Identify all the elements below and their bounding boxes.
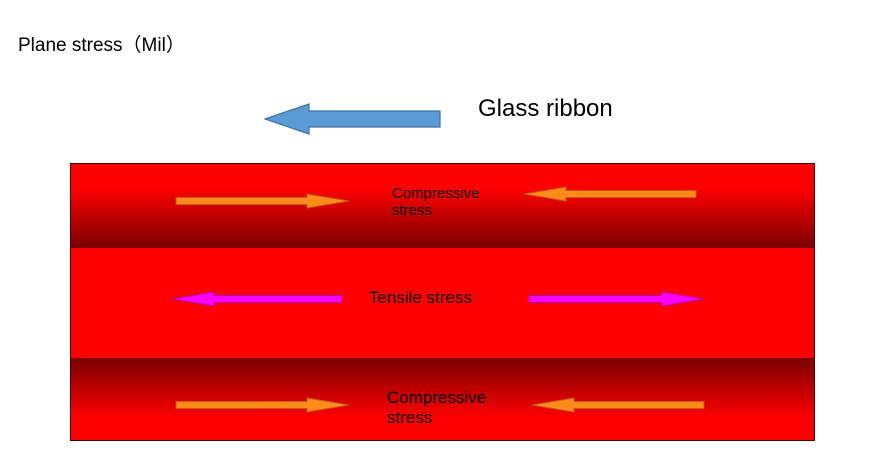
bottom-compressive-layer: Compressive stress <box>71 358 814 440</box>
top-compressive-label-line2: stress <box>392 202 433 220</box>
bottom-right-arrow-icon <box>175 397 350 413</box>
tensile-stress-label: Tensile stress <box>369 288 472 307</box>
bottom-compressive-label-line2: stress <box>387 407 433 427</box>
ribbon-direction-arrow-icon <box>264 103 441 135</box>
middle-tensile-layer: Tensile stress <box>71 248 814 358</box>
bottom-compressive-label-line1: Compressive <box>387 388 487 407</box>
bottom-compressive-label: Compressive stress <box>387 388 486 427</box>
top-left-arrow-icon <box>523 186 697 202</box>
top-compressive-label: Compressive stress <box>392 185 480 220</box>
top-compressive-layer: Compressive stress <box>71 164 814 248</box>
middle-left-arrow-icon <box>171 291 343 307</box>
top-right-arrow-icon <box>175 193 350 209</box>
top-compressive-label-line1: Compressive <box>392 185 480 202</box>
middle-right-arrow-icon <box>528 291 705 307</box>
bottom-left-arrow-icon <box>531 397 705 413</box>
diagram-heading: Plane stress（Mil） <box>18 35 185 56</box>
glass-ribbon-label: Glass ribbon <box>478 95 613 122</box>
glass-cross-section: Compressive stress Tensile stress Compre… <box>70 163 815 441</box>
